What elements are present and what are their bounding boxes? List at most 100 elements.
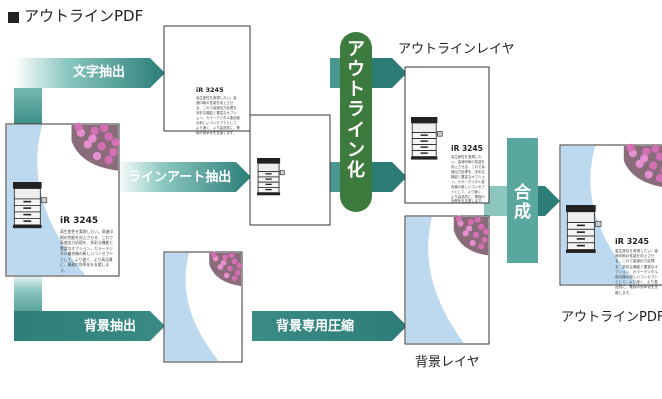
lineart-printer-body	[257, 162, 280, 173]
output-printer-side	[595, 220, 602, 227]
source-printer-side	[41, 197, 48, 204]
output-flower	[655, 152, 662, 161]
bgonly-flower	[234, 269, 241, 276]
source-printer-handle	[23, 220, 32, 222]
output-printer-body	[566, 211, 595, 223]
bgonly-flower	[231, 258, 238, 265]
source-printer-handle	[23, 200, 32, 203]
bgonly-flower	[228, 252, 235, 259]
source-printer-handle	[23, 207, 32, 209]
label-background-compress: 背景専用圧縮	[276, 319, 355, 334]
outline-printer-handle	[420, 146, 428, 148]
bgonly-flower	[231, 275, 238, 282]
bgonly-flower	[223, 272, 230, 279]
outline-pill-label: アウトライン化	[347, 39, 365, 181]
arrow-outline-mid-out	[372, 162, 407, 192]
outline-printer-top	[411, 117, 438, 123]
document-art	[7, 117, 662, 361]
output-flower	[651, 144, 660, 153]
source-flower	[99, 123, 109, 133]
source-printer-handle	[23, 213, 32, 216]
output-flower	[626, 143, 635, 152]
source-printer-top	[13, 182, 42, 189]
page-title: アウトラインPDF	[24, 7, 144, 25]
label-lineart-extract: ラインアート抽出	[128, 170, 232, 185]
outline-printer-base	[411, 156, 438, 160]
bglayer-flower	[455, 215, 462, 222]
source-flower	[74, 122, 83, 132]
doc-text-body: 高生産性を実現したい。高速印刷の性能を向上させる、これで高速出力処理を、多彩な機…	[196, 96, 240, 135]
outline-printer-handle	[420, 140, 428, 142]
arrow-compose-in	[484, 186, 507, 216]
caption-background-layer: 背景レイヤ	[415, 355, 480, 370]
arrow-background-extract	[14, 311, 165, 341]
caption-output: アウトラインPDF	[561, 310, 662, 325]
compose-label: 合成	[514, 183, 531, 223]
output-printer-handle	[576, 224, 585, 227]
bglayer-flower	[474, 216, 481, 223]
source-printer-base	[13, 224, 42, 229]
output-flower	[642, 147, 651, 156]
outline-printer-handle	[420, 152, 428, 154]
lineart-printer-handle	[265, 173, 272, 175]
doc-text-layer	[163, 25, 251, 132]
lineart-printer-top	[257, 158, 281, 164]
bglayer-flower	[478, 223, 485, 230]
bgonly-flower	[222, 254, 228, 261]
bgonly-flower	[227, 265, 233, 272]
outline-printer-body	[411, 122, 437, 134]
bglayer-flower	[457, 220, 464, 227]
lineart-printer-handle	[265, 188, 272, 191]
bglayer-sky	[406, 217, 464, 343]
bgonly-flower	[211, 251, 217, 258]
source-printer-body	[13, 188, 41, 200]
bglayer-flower	[478, 243, 485, 250]
source-flower	[83, 140, 92, 149]
lineart-printer-handle	[265, 178, 272, 180]
source-flower	[111, 138, 120, 147]
doc-outline-model: iR 3245	[451, 144, 483, 153]
output-printer-handle	[576, 231, 585, 233]
outline-printer-handle	[420, 134, 428, 136]
label-text-extract: 文字抽出	[73, 65, 126, 80]
lineart-printer-base	[257, 192, 281, 196]
bglayer-flower	[466, 225, 473, 232]
output-flower	[649, 161, 658, 170]
outline-printer-side	[437, 131, 443, 137]
source-flower	[109, 147, 118, 157]
bglayer-flower	[481, 236, 488, 243]
label-background-extract: 背景抽出	[84, 319, 137, 334]
arrow-background-compress	[252, 311, 407, 341]
doc-output-body: 高生産性を実現したい。高速印刷の性能を向上させる、これで高速出力処理を、多彩な機…	[615, 249, 659, 295]
bglayer-flower	[469, 240, 476, 247]
caption-outline-layer: アウトラインレイヤ	[398, 42, 515, 57]
source-flower	[104, 155, 113, 165]
output-printer-base	[566, 249, 596, 253]
bgonly-flower	[236, 262, 243, 269]
output-flower	[640, 154, 649, 163]
bglayer-flower	[467, 218, 474, 225]
lineart-printer-handle	[265, 183, 272, 185]
doc-outline-body: 高生産性を実現したい。高速印刷の性能を向上させる、これで高速出力処理を、多彩な機…	[451, 155, 485, 204]
arrow-compose-out	[537, 186, 560, 216]
output-printer-top	[566, 205, 596, 212]
output-printer-handle	[576, 244, 585, 247]
doc-output-model: iR 3245	[615, 237, 649, 246]
output-flower	[635, 159, 644, 168]
arrow-outline-top-out	[372, 58, 407, 88]
outline-pill	[340, 32, 372, 212]
doc-source-model: iR 3245	[60, 216, 99, 226]
output-flower	[655, 174, 662, 183]
lineart-printer-side	[279, 170, 285, 176]
arrow-text-extract	[14, 58, 165, 88]
title-square-icon	[8, 12, 19, 23]
bgonly-sky	[165, 253, 219, 361]
source-flower	[97, 142, 106, 151]
source-flower	[92, 151, 102, 161]
bglayer-flower	[472, 231, 480, 239]
bglayer-flower	[462, 230, 469, 237]
bgonly-flower	[220, 259, 227, 266]
doc-text-model: iR 3245	[196, 86, 224, 94]
